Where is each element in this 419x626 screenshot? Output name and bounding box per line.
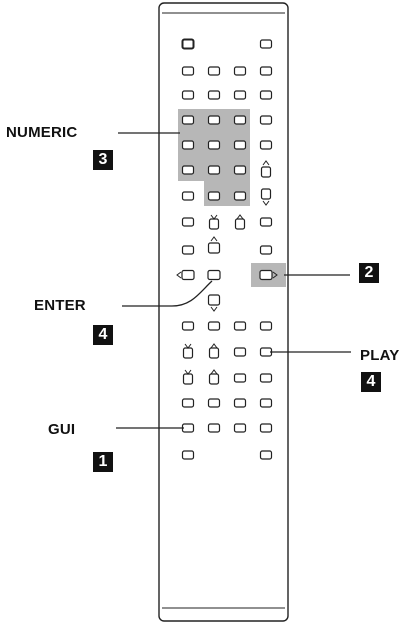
- numeric-label: NUMERIC: [6, 124, 78, 141]
- left-arrow-button: [181, 269, 195, 281]
- gui-badge: 1: [93, 452, 113, 472]
- up-caret-icon: [236, 214, 244, 220]
- button-r14c3: [233, 373, 247, 383]
- button-r6c2: [207, 165, 221, 175]
- right-arrow-button: [259, 269, 273, 281]
- button-r5c4: [259, 140, 273, 150]
- down-caret-icon: [210, 306, 218, 312]
- button-r17c4: [259, 450, 273, 460]
- button-r3c2: [207, 90, 221, 100]
- button-r3c4: [259, 90, 273, 100]
- button-r3c3: [233, 90, 247, 100]
- button-r13c1: [182, 347, 194, 359]
- play-button: [259, 347, 273, 357]
- button-r12c2: [207, 321, 221, 331]
- up-arrow-button: [207, 242, 221, 254]
- check-mark-icon: [184, 343, 192, 349]
- check-mark-icon: [184, 369, 192, 375]
- power-button: [181, 38, 195, 50]
- button-r13c3: [233, 347, 247, 357]
- down-button-small: [260, 188, 272, 200]
- button-r2c4: [259, 66, 273, 76]
- button-r16c2: [207, 423, 221, 433]
- play-label: PLAY: [360, 347, 400, 364]
- enter-badge: 4: [93, 325, 113, 345]
- button-r16c4: [259, 423, 273, 433]
- button-r8c1: [181, 217, 195, 227]
- button-r5c2: [207, 140, 221, 150]
- button-r3c1: [181, 90, 195, 100]
- up-caret-icon: [210, 236, 218, 242]
- button-r16c3: [233, 423, 247, 433]
- button-r8c4: [259, 217, 273, 227]
- button-r14c4: [259, 373, 273, 383]
- button-r5c1: [181, 140, 195, 150]
- button-r15c3: [233, 398, 247, 408]
- callout-lines: [116, 132, 351, 429]
- up-caret-icon: [210, 343, 218, 349]
- button-r4c1: [181, 115, 195, 125]
- button-r7c3: [233, 191, 247, 201]
- button-r15c2: [207, 398, 221, 408]
- button-r14c1: [182, 373, 194, 385]
- check-mark-icon: [210, 214, 218, 220]
- play-badge: 4: [361, 372, 381, 392]
- numeric-highlight: [178, 109, 250, 206]
- button-r5c3: [233, 140, 247, 150]
- up-caret-icon: [262, 160, 270, 166]
- enter-button: [207, 269, 221, 281]
- button-r1c4: [259, 39, 273, 49]
- button-r14c2: [208, 373, 220, 385]
- remote-buttons: [176, 38, 278, 460]
- button-r12c1: [181, 321, 195, 331]
- gui-label: GUI: [48, 421, 76, 438]
- up-caret-icon: [210, 369, 218, 375]
- button-r15c1: [181, 398, 195, 408]
- gui-button: [181, 423, 195, 433]
- button-r6c3: [233, 165, 247, 175]
- button-r15c4: [259, 398, 273, 408]
- button-r17c1: [181, 450, 195, 460]
- arrow-badge: 2: [359, 263, 379, 283]
- button-r13c2: [208, 347, 220, 359]
- button-r12c3: [233, 321, 247, 331]
- button-r4c2: [207, 115, 221, 125]
- button-r2c2: [207, 66, 221, 76]
- button-r8c2: [208, 218, 220, 230]
- button-r2c1: [181, 66, 195, 76]
- left-caret-icon: [176, 271, 182, 279]
- button-r7c2: [207, 191, 221, 201]
- enter-label: ENTER: [34, 297, 86, 314]
- button-r2c3: [233, 66, 247, 76]
- button-r12c4: [259, 321, 273, 331]
- button-r9c1: [181, 245, 195, 255]
- enter-leader-line: [122, 280, 213, 307]
- button-r6c1: [181, 165, 195, 175]
- button-r4c3: [233, 115, 247, 125]
- button-r4c4: [259, 115, 273, 125]
- right-caret-icon: [272, 271, 278, 279]
- button-r8c3: [234, 218, 246, 230]
- down-caret-icon: [262, 200, 270, 206]
- up-button-small: [260, 166, 272, 178]
- numeric-badge: 3: [93, 150, 113, 170]
- button-r9c4: [259, 245, 273, 255]
- button-r7c1: [181, 191, 195, 201]
- down-arrow-button: [207, 294, 221, 306]
